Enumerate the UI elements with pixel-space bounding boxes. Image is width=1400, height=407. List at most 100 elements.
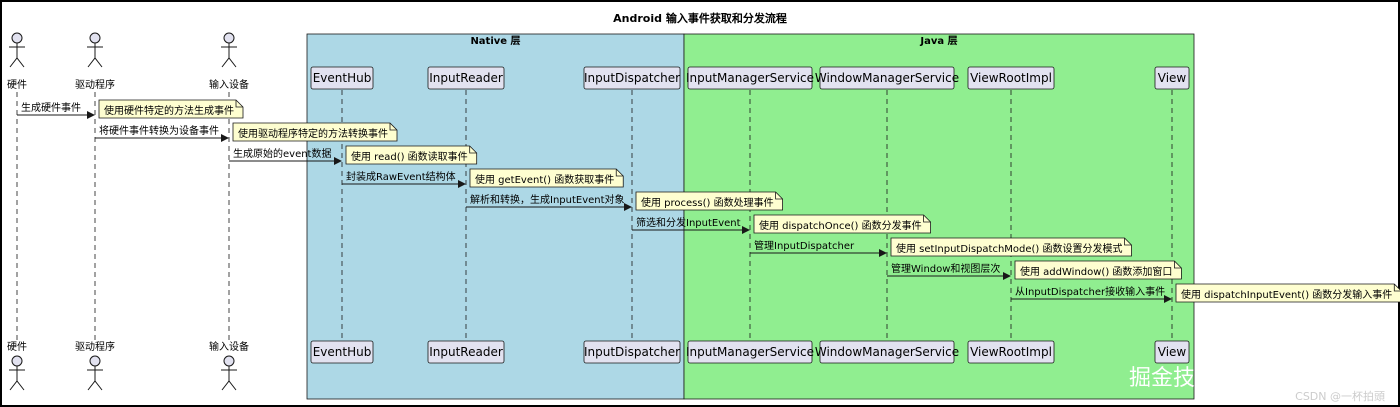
message-label: 从InputDispatcher接收输入事件 (1015, 285, 1165, 298)
participant-view-top: View (1154, 66, 1190, 90)
message-3: 生成原始的event数据 使用 read() 函数读取事件 (229, 145, 478, 165)
note-1: 使用硬件特定的方法生成事件 (98, 99, 244, 119)
actor-legs (87, 380, 103, 391)
actor-hw-top: 硬件 (7, 32, 27, 91)
message-label: 生成原始的event数据 (233, 147, 331, 160)
note-backing (233, 123, 397, 141)
actor-hw-bottom: 硬件 (7, 341, 27, 391)
note-backing (346, 146, 477, 164)
participant-wms-top: WindowManagerService (815, 66, 959, 90)
participant-name-id: InputDispatcher (584, 71, 680, 85)
note-backing (891, 238, 1132, 256)
participant-vri-bottom: ViewRootImpl (967, 340, 1055, 364)
message-7: 管理InputDispatcher 使用 setInputDispatchMode… (750, 237, 1132, 257)
actor-head (89, 32, 101, 44)
participant-name-view: View (1158, 345, 1187, 359)
participant-name-ims: InputManagerService (686, 345, 814, 359)
participant-name-vri: ViewRootImpl (970, 71, 1052, 85)
participant-box (687, 66, 813, 90)
note-fold (923, 215, 931, 223)
participant-eh-top: EventHub (310, 66, 374, 90)
watermark: 掘金技术社区 @ 煤球王子 CSDN @一杯拍頭 (1129, 366, 1385, 403)
actor-head (89, 355, 101, 367)
message-label: 管理InputDispatcher (754, 239, 855, 252)
note-text: 使用硬件特定的方法生成事件 (104, 104, 234, 117)
participant-ir-bottom: InputReader (427, 340, 505, 364)
watermark-main: 掘金技术社区 @ 煤球王子 (1129, 366, 1385, 391)
participant-box (310, 340, 374, 364)
note-backing (1176, 284, 1400, 302)
participant-id-top: InputDispatcher (583, 66, 681, 90)
participant-name-ir: InputReader (429, 71, 503, 85)
actor-legs (221, 57, 237, 68)
note-fold (389, 123, 397, 131)
message-8: 管理Window和视图层次使用 addWindow() 函数添加窗口 (887, 260, 1182, 280)
actor-name-hw: 硬件 (7, 79, 27, 91)
actor-inp-top: 输入设备 (209, 32, 249, 91)
message-6: 筛选和分发InputEvent 使用 dispatchOnce() 函数分发事件 (632, 214, 931, 234)
participant-box (583, 66, 681, 90)
note-5: 使用 process() 函数处理事件 (635, 191, 783, 211)
participant-box (310, 66, 374, 90)
actor-head (223, 32, 235, 44)
note-7: 使用 setInputDispatchMode() 函数设置分发模式 (890, 237, 1132, 257)
message-label: 生成硬件事件 (21, 101, 81, 114)
actor-drv-top: 驱动程序 (75, 32, 115, 91)
participant-name-view: View (1158, 71, 1187, 85)
participant-box (427, 66, 505, 90)
note-text: 使用 dispatchOnce() 函数分发事件 (759, 219, 922, 232)
message-label: 筛选和分发InputEvent (636, 216, 741, 229)
message-label: 解析和转换，生成InputEvent对象 (470, 193, 625, 206)
note-shape (98, 99, 244, 119)
participant-name-eh: EventHub (313, 71, 372, 85)
note-text: 使用驱动程序特定的方法转换事件 (238, 127, 388, 140)
participant-wms-bottom: WindowManagerService (815, 340, 959, 364)
actor-name-hw: 硬件 (7, 341, 27, 353)
participant-box (583, 340, 681, 364)
participant-eh-bottom: EventHub (310, 340, 374, 364)
participant-box (819, 340, 955, 364)
note-fold (615, 169, 624, 177)
note-9: 使用 dispatchInputEvent() 函数分发输入事件 (1175, 283, 1400, 303)
actor-drv-bottom: 驱动程序 (75, 340, 115, 391)
participant-name-eh: EventHub (313, 345, 372, 359)
participant-name-ims: InputManagerService (686, 71, 814, 85)
note-backing (636, 192, 783, 210)
note-shape (753, 214, 931, 234)
participant-vri-top: ViewRootImpl (967, 66, 1055, 90)
participant-box (1154, 66, 1190, 90)
note-text: 使用 addWindow() 函数添加窗口 (1020, 265, 1172, 278)
actor-head (223, 355, 235, 367)
note-shape (890, 237, 1132, 257)
participant-box (967, 66, 1055, 90)
actor-legs (87, 57, 103, 68)
note-shape (1014, 260, 1182, 280)
actor-legs (221, 380, 237, 391)
message-2: 将硬件事件转换为设备事件 使用驱动程序特定的方法转换事件 (95, 122, 398, 142)
message-5: 解析和转换，生成InputEvent对象使用 process() 函数处理事件 (466, 191, 783, 211)
message-1: 生成硬件事件 使用硬件特定的方法生成事件 (17, 99, 244, 119)
actor-head (11, 355, 23, 367)
note-fold (235, 100, 243, 108)
participant-box (427, 340, 505, 364)
note-fold (1174, 261, 1182, 269)
participants: 硬件硬件驱动程序驱动程序输入设备输入设备EventHubEventHubInpu… (7, 32, 1190, 391)
actor-legs (9, 380, 25, 391)
participant-ims-top: InputManagerService (686, 66, 814, 90)
box-title-java: Java 层 (919, 35, 957, 47)
note-fold (1124, 238, 1132, 246)
message-label: 将硬件事件转换为设备事件 (99, 124, 219, 137)
note-backing (470, 169, 624, 187)
note-8: 使用 addWindow() 函数添加窗口 (1014, 260, 1182, 280)
lifelines (16, 90, 1173, 340)
participant-id-bottom: InputDispatcher (583, 340, 681, 364)
note-backing (1015, 261, 1182, 279)
actor-inp-bottom: 输入设备 (209, 340, 249, 391)
note-text: 使用 read() 函数读取事件 (351, 150, 468, 163)
actor-name-inp: 输入设备 (209, 78, 249, 91)
note-3: 使用 read() 函数读取事件 (345, 145, 478, 165)
note-fold (775, 192, 783, 200)
